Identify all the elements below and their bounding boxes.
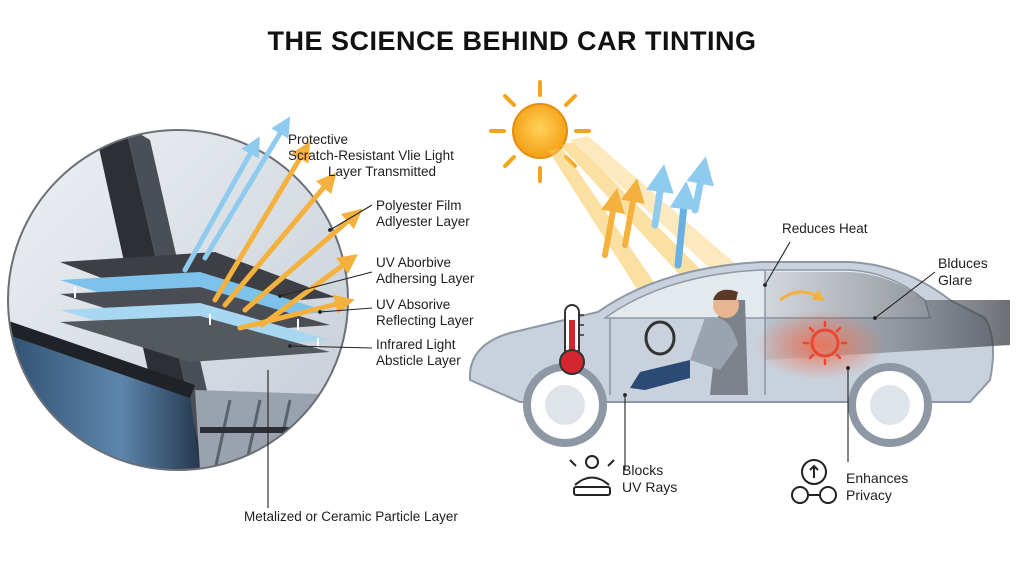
reflected-rays xyxy=(601,156,714,269)
visible-light-rays xyxy=(182,116,291,273)
label-enhances-privacy: Enhances Privacy xyxy=(846,470,909,503)
label-blocks-uv: Blocks UV Rays xyxy=(622,462,678,495)
label-reduces-glare: Blduces Glare xyxy=(938,255,988,288)
film-layer-infrared xyxy=(60,316,330,362)
label-uv-reflecting-layer: UV Absorive Reflecting Layer xyxy=(376,297,474,328)
sun-icon xyxy=(489,80,591,183)
leader-lines xyxy=(267,204,373,508)
label-protective-layer: Protective Scratch-Resistant Vlie Light … xyxy=(288,132,454,179)
car-illustration xyxy=(468,80,1010,504)
car-wheels xyxy=(523,363,932,447)
label-uv-adhesive-layer: UV Aborbive Adhersing Layer xyxy=(376,255,475,286)
page-title: THE SCIENCE BEHIND CAR TINTING xyxy=(267,26,757,56)
label-polyester-layer: Polyester Film Adlyester Layer xyxy=(376,198,470,229)
driver-figure xyxy=(630,289,748,395)
uv-shield-icon xyxy=(569,455,615,496)
label-infrared-layer: Infrared Light Absticle Layer xyxy=(376,337,461,368)
thermometer-icon xyxy=(559,304,585,375)
uv-rays xyxy=(212,141,363,331)
film-cross-section xyxy=(7,116,373,508)
heat-sun-icon xyxy=(802,320,848,366)
label-reduces-heat: Reduces Heat xyxy=(782,221,868,236)
label-metalized-layer: Metalized or Ceramic Particle Layer xyxy=(244,509,458,524)
privacy-icon xyxy=(791,459,837,504)
